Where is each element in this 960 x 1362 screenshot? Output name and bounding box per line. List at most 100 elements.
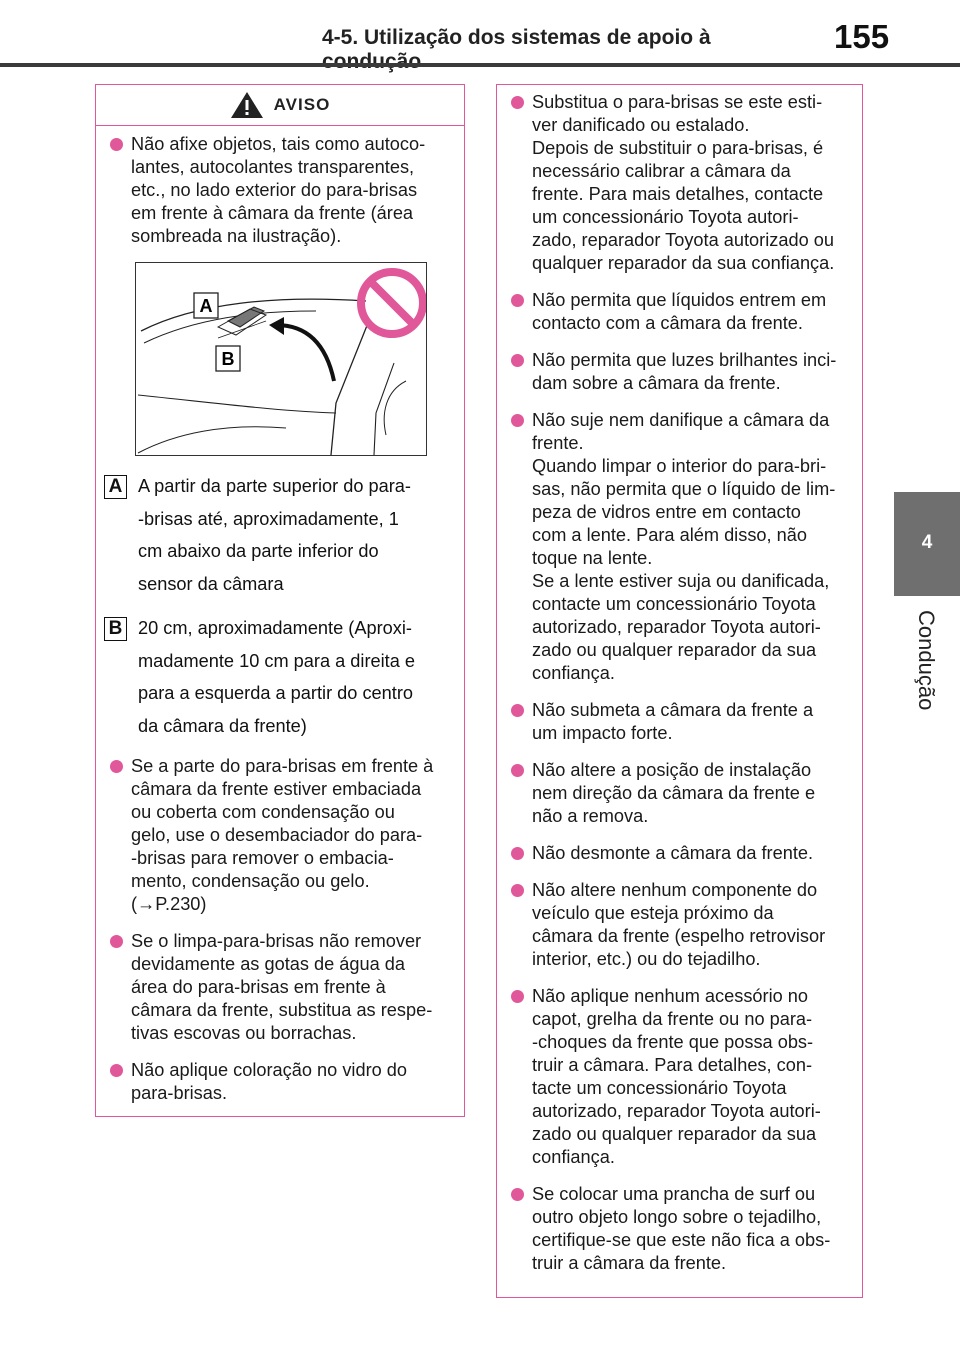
text-line: necessário calibrar a câmara da: [532, 161, 791, 181]
text-line: toque na lente.: [532, 548, 653, 568]
text-line: Não permita que líquidos entrem em: [532, 290, 827, 310]
section-title: 4-5. Utilização dos sistemas de apoio à …: [322, 26, 711, 73]
text-line: Não altere a posição de instalação: [532, 760, 812, 780]
windshield-camera-illustration: A B: [135, 262, 427, 456]
legend-text-b: 20 cm, aproximadamente (Aproxi- madament…: [138, 612, 458, 742]
warning-triangle-icon: [230, 92, 263, 118]
text-line: um impacto forte.: [532, 723, 673, 743]
figure-label-a: A: [200, 296, 213, 316]
text-line: nem direção da câmara da frente e: [532, 783, 816, 803]
text-line: Se colocar uma prancha de surf ou: [532, 1184, 816, 1204]
warning-bullet: Se o limpa-para-brisas não remover devid…: [104, 930, 454, 1045]
text-line: 20 cm, aproximadamente (Aproxi-: [138, 618, 412, 638]
warning-bullet: Não altere nenhum componente do veículo q…: [505, 879, 855, 971]
text-line: sensor da câmara: [138, 573, 284, 594]
warning-title: AVISO: [273, 95, 331, 114]
text-line: -brisas para remover o embacia-: [131, 848, 394, 868]
text-line: da câmara da frente): [138, 715, 307, 736]
text-line: sas, não permita que o líquido de lim-: [532, 479, 836, 499]
warning-bullet: Não aplique coloração no vidro do para-b…: [104, 1059, 454, 1105]
text-line: capot, grelha da frente ou no para-: [532, 1009, 813, 1029]
warning-bullet: Se a parte do para-brisas em frente à câ…: [104, 755, 454, 916]
text-line: -choques da frente que possa obs-: [532, 1032, 814, 1052]
text-line: Não suje nem danifique a câmara da: [532, 410, 830, 430]
header-divider: [0, 63, 960, 67]
text-line: para-brisas.: [131, 1083, 228, 1103]
warning-bullet: Não altere a posição de instalação nem di…: [505, 759, 855, 828]
text-line: tacte um concessionário Toyota: [532, 1078, 787, 1098]
text-line: veículo que esteja próximo da: [532, 903, 774, 923]
legend-text-a: A partir da parte superior do para- -bri…: [138, 470, 458, 600]
text-line: não a remova.: [532, 806, 649, 826]
camera-area-drawing: A B: [137, 268, 427, 456]
text-line: área do para-brisas em frente à: [131, 977, 386, 997]
text-line: Se a lente estiver suja ou danificada,: [532, 571, 830, 591]
text-line: Não altere nenhum componente do: [532, 880, 818, 900]
figure-label-b: B: [222, 349, 235, 369]
warning-bullet: Substitua o para-brisas se este esti-ver…: [505, 91, 855, 275]
text-line: autorizado, reparador Toyota autori-: [532, 1101, 821, 1121]
text-line: Não desmonte a câmara da frente.: [532, 843, 814, 863]
legend-letter-b: B: [104, 617, 127, 641]
text-line: autorizado, reparador Toyota autori-: [532, 617, 821, 637]
warning-box-left: AVISO Não afixe objetos, tais como autoc…: [95, 84, 465, 1117]
text-line: frente. Para mais detalhes, contacte: [532, 184, 824, 204]
text-line: Quando limpar o interior do para-bri-: [532, 456, 827, 476]
text-line: madamente 10 cm para a direita e: [138, 650, 416, 671]
text-line: contacto com a câmara da frente.: [532, 313, 803, 333]
text-line: confiança.: [532, 663, 615, 683]
text-line: peza de vidros entre em contacto: [532, 502, 801, 522]
text-line: certifique-se que este não fica a obs-: [532, 1230, 831, 1250]
text-line: Depois de substituir o para-brisas, é: [532, 138, 824, 158]
legend-letter-a: A: [104, 475, 127, 499]
text-line: cm abaixo da parte inferior do: [138, 541, 379, 561]
text-line: truir a câmara. Para detalhes, con-: [532, 1055, 813, 1075]
warning-bullet: Não suje nem danifique a câmara da frente…: [505, 409, 855, 685]
text-line: Não submeta a câmara da frente a: [532, 700, 814, 720]
chapter-number: 4: [921, 532, 933, 553]
chapter-tab: 4: [894, 492, 960, 596]
text-line: zado, reparador Toyota autorizado ou: [532, 230, 834, 250]
warning-bullet-list: Substitua o para-brisas se este esti-ver…: [505, 91, 855, 1275]
text-line: Não permita que luzes brilhantes inci-: [532, 350, 837, 370]
warning-bullet: Não afixe objetos, tais como autoco- lan…: [104, 133, 454, 248]
text-line: zado ou qualquer reparador da sua: [532, 1124, 817, 1144]
text-line: outro objeto longo sobre o tejadilho,: [532, 1207, 822, 1227]
text-line: -brisas até, aproximadamente, 1: [138, 508, 399, 529]
warning-bullet: Não desmonte a câmara da frente.: [505, 842, 855, 865]
text-line: contacte um concessionário Toyota: [532, 594, 816, 614]
text-line: em frente à câmara da frente (área: [131, 203, 414, 223]
text-line: confiança.: [532, 1147, 615, 1167]
text-line: Se o limpa-para-brisas não remover: [131, 931, 422, 951]
text-line: frente.: [532, 433, 584, 453]
text-line: com a lente. Para além disso, não: [532, 525, 807, 545]
text-line: um concessionário Toyota autori-: [532, 207, 799, 227]
text-line: interior, etc.) ou do tejadilho.: [532, 949, 761, 969]
text-line: Substitua o para-brisas se este esti-: [532, 92, 823, 112]
text-line: etc., no lado exterior do para-brisas: [131, 180, 418, 200]
text-line: devidamente as gotas de água da: [131, 954, 406, 974]
text-line: ver danificado ou estalado.: [532, 115, 750, 135]
text-line: gelo, use o desembaciador do para-: [131, 825, 423, 845]
page-number: 155: [834, 18, 890, 55]
text-line: dam sobre a câmara da frente.: [532, 373, 781, 393]
warning-header: AVISO: [96, 85, 464, 126]
text-line: câmara da frente (espelho retrovisor: [532, 926, 826, 946]
text-line: sombreada na ilustração).: [131, 226, 342, 246]
text-line: tivas escovas ou borrachas.: [131, 1023, 357, 1043]
text-line: ou coberta com condensação ou: [131, 802, 395, 822]
text-line: lantes, autocolantes transparentes,: [131, 157, 415, 177]
text-line: câmara da frente estiver embaciada: [131, 779, 422, 799]
text-line: para a esquerda a partir do centro: [138, 683, 414, 703]
text-line: câmara da frente, substitua as respe-: [131, 1000, 433, 1020]
text-line: Não afixe objetos, tais como autoco-: [131, 134, 426, 154]
text-line: truir a câmara da frente.: [532, 1253, 727, 1273]
text-line: qualquer reparador da sua confiança.: [532, 253, 835, 273]
text-line: Não aplique coloração no vidro do: [131, 1060, 408, 1080]
text-line: A partir da parte superior do para-: [138, 476, 411, 496]
text-line: Se a parte do para-brisas em frente à: [131, 756, 434, 776]
warning-box-right: Substitua o para-brisas se este esti-ver…: [496, 84, 863, 1298]
chapter-label: Condução: [914, 610, 939, 711]
warning-bullet: Não submeta a câmara da frente a um impac…: [505, 699, 855, 745]
text-line: Não aplique nenhum acessório no: [532, 986, 809, 1006]
